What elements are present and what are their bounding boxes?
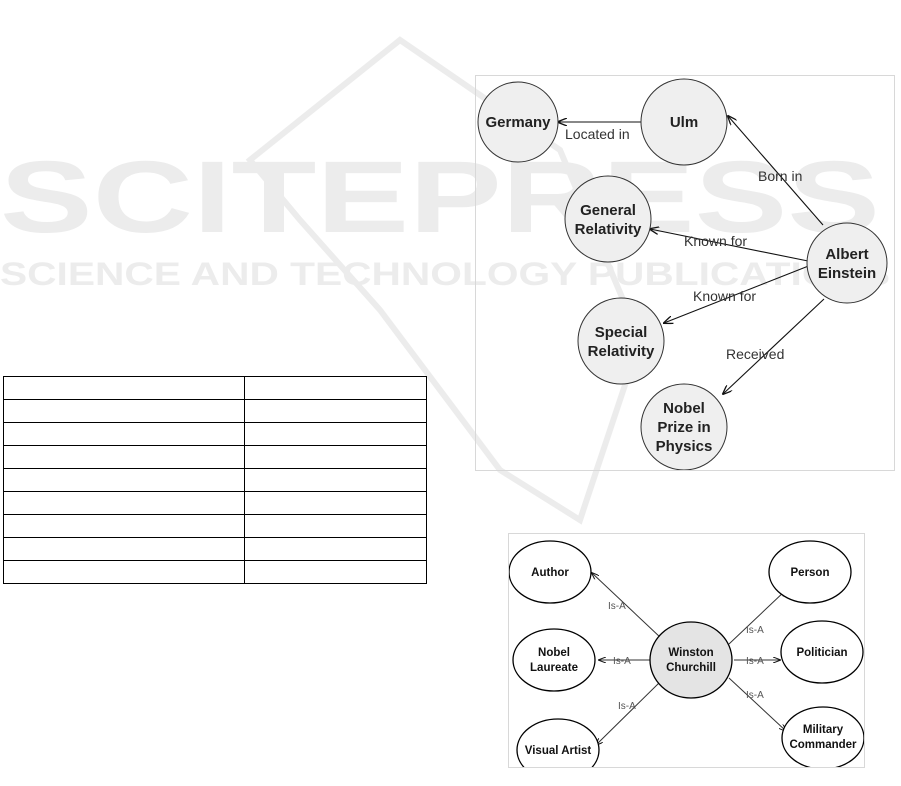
node-general-relativity: General Relativity (564, 175, 652, 263)
edge-label-military-commander: Is-A (746, 690, 764, 701)
table-cell (244, 491, 427, 515)
edge-label-politician: Is-A (746, 656, 764, 667)
table-row (3, 422, 427, 446)
einstein-graph: Located in Born in Known for Known for R… (477, 78, 888, 471)
edge-churchill-visual-artist (596, 680, 662, 745)
table-row (3, 376, 427, 400)
node-military-commander: Military Commander (781, 706, 865, 770)
edge-label-author: Is-A (608, 601, 626, 612)
einstein-graph-panel: Located in Born in Known for Known for R… (475, 75, 895, 471)
table-cell (244, 468, 427, 492)
node-einstein-label-1: Albert (825, 246, 868, 263)
node-germany-label: Germany (485, 114, 551, 131)
table-row (3, 537, 427, 561)
edge-einstein-general-relativity (650, 229, 809, 262)
edge-einstein-nobel (723, 298, 825, 394)
table-cell (3, 422, 245, 446)
table-cell (244, 422, 427, 446)
table-cell (3, 491, 245, 515)
node-special-relativity-label-2: Relativity (588, 343, 655, 360)
table-cell (3, 445, 245, 469)
node-special-relativity-label-1: Special (595, 324, 648, 341)
node-churchill: Winston Churchill (649, 621, 733, 699)
table-cell (3, 399, 245, 423)
node-ulm: Ulm (640, 78, 728, 166)
node-einstein: Albert Einstein (806, 222, 888, 304)
edge-churchill-military-commander (728, 677, 786, 731)
watermark-title: SCITEPRESS (0, 140, 880, 254)
table-cell (244, 560, 427, 584)
node-visual-artist: Visual Artist (516, 718, 600, 782)
node-nobel-laureate: Nobel Laureate (512, 628, 596, 692)
edge-label-person: Is-A (746, 625, 764, 636)
node-politician: Politician (780, 620, 864, 684)
edge-label-located-in: Located in (565, 126, 630, 142)
table-cell (3, 376, 245, 400)
table-row (3, 560, 427, 584)
node-author-label: Author (531, 567, 569, 579)
node-einstein-label-2: Einstein (818, 265, 876, 282)
node-churchill-label-1: Winston (668, 647, 713, 659)
node-ulm-label: Ulm (670, 114, 698, 131)
edge-churchill-person (728, 590, 786, 645)
table-cell (3, 514, 245, 538)
churchill-graph-panel: Is-A Is-A Is-A Is-A Is-A Is-A Author Nob… (508, 533, 865, 782)
table-cell (3, 468, 245, 492)
table-cell (3, 560, 245, 584)
table-cell (244, 399, 427, 423)
node-special-relativity: Special Relativity (577, 297, 665, 385)
edge-label-received: Received (726, 346, 784, 362)
table-row (3, 445, 427, 469)
node-churchill-label-2: Churchill (666, 662, 716, 674)
node-general-relativity-label-1: General (580, 202, 636, 219)
table-cell (244, 445, 427, 469)
empty-table (3, 376, 427, 584)
table-cell (244, 537, 427, 561)
node-nobel-prize-label-1: Nobel (663, 400, 705, 417)
node-nobel-prize-label-2: Prize in (657, 419, 710, 436)
table-row (3, 399, 427, 423)
edge-label-visual-artist: Is-A (618, 701, 636, 712)
node-military-commander-label-2: Commander (789, 739, 857, 751)
table-cell (244, 514, 427, 538)
table-row (3, 491, 427, 515)
node-general-relativity-label-2: Relativity (575, 221, 642, 238)
table-cell (244, 376, 427, 400)
node-person-label: Person (791, 567, 830, 579)
node-politician-label: Politician (796, 647, 847, 659)
node-germany: Germany (477, 81, 559, 163)
edge-churchill-author (592, 573, 662, 639)
edge-label-known-for-special: Known for (693, 288, 756, 304)
table-row (3, 468, 427, 492)
node-nobel-prize: Nobel Prize in Physics (640, 383, 728, 471)
node-visual-artist-label: Visual Artist (525, 745, 592, 757)
edge-label-born-in: Born in (758, 168, 802, 184)
node-author: Author (508, 540, 592, 604)
edge-einstein-ulm (728, 116, 824, 226)
watermark-subtitle: SCIENCE AND TECHNOLOGY PUBLICATIONS (0, 256, 890, 292)
node-nobel-prize-label-3: Physics (656, 438, 713, 455)
table-cell (3, 537, 245, 561)
edge-label-known-for-general: Known for (684, 233, 747, 249)
node-nobel-laureate-label-1: Nobel (538, 647, 570, 659)
node-military-commander-label-1: Military (803, 724, 844, 736)
churchill-graph: Is-A Is-A Is-A Is-A Is-A Is-A Author Nob… (508, 540, 865, 782)
edge-einstein-special-relativity (664, 264, 812, 323)
table-row (3, 514, 427, 538)
edge-label-nobel-laureate: Is-A (613, 656, 631, 667)
node-person: Person (768, 540, 852, 604)
node-nobel-laureate-label-2: Laureate (530, 662, 578, 674)
